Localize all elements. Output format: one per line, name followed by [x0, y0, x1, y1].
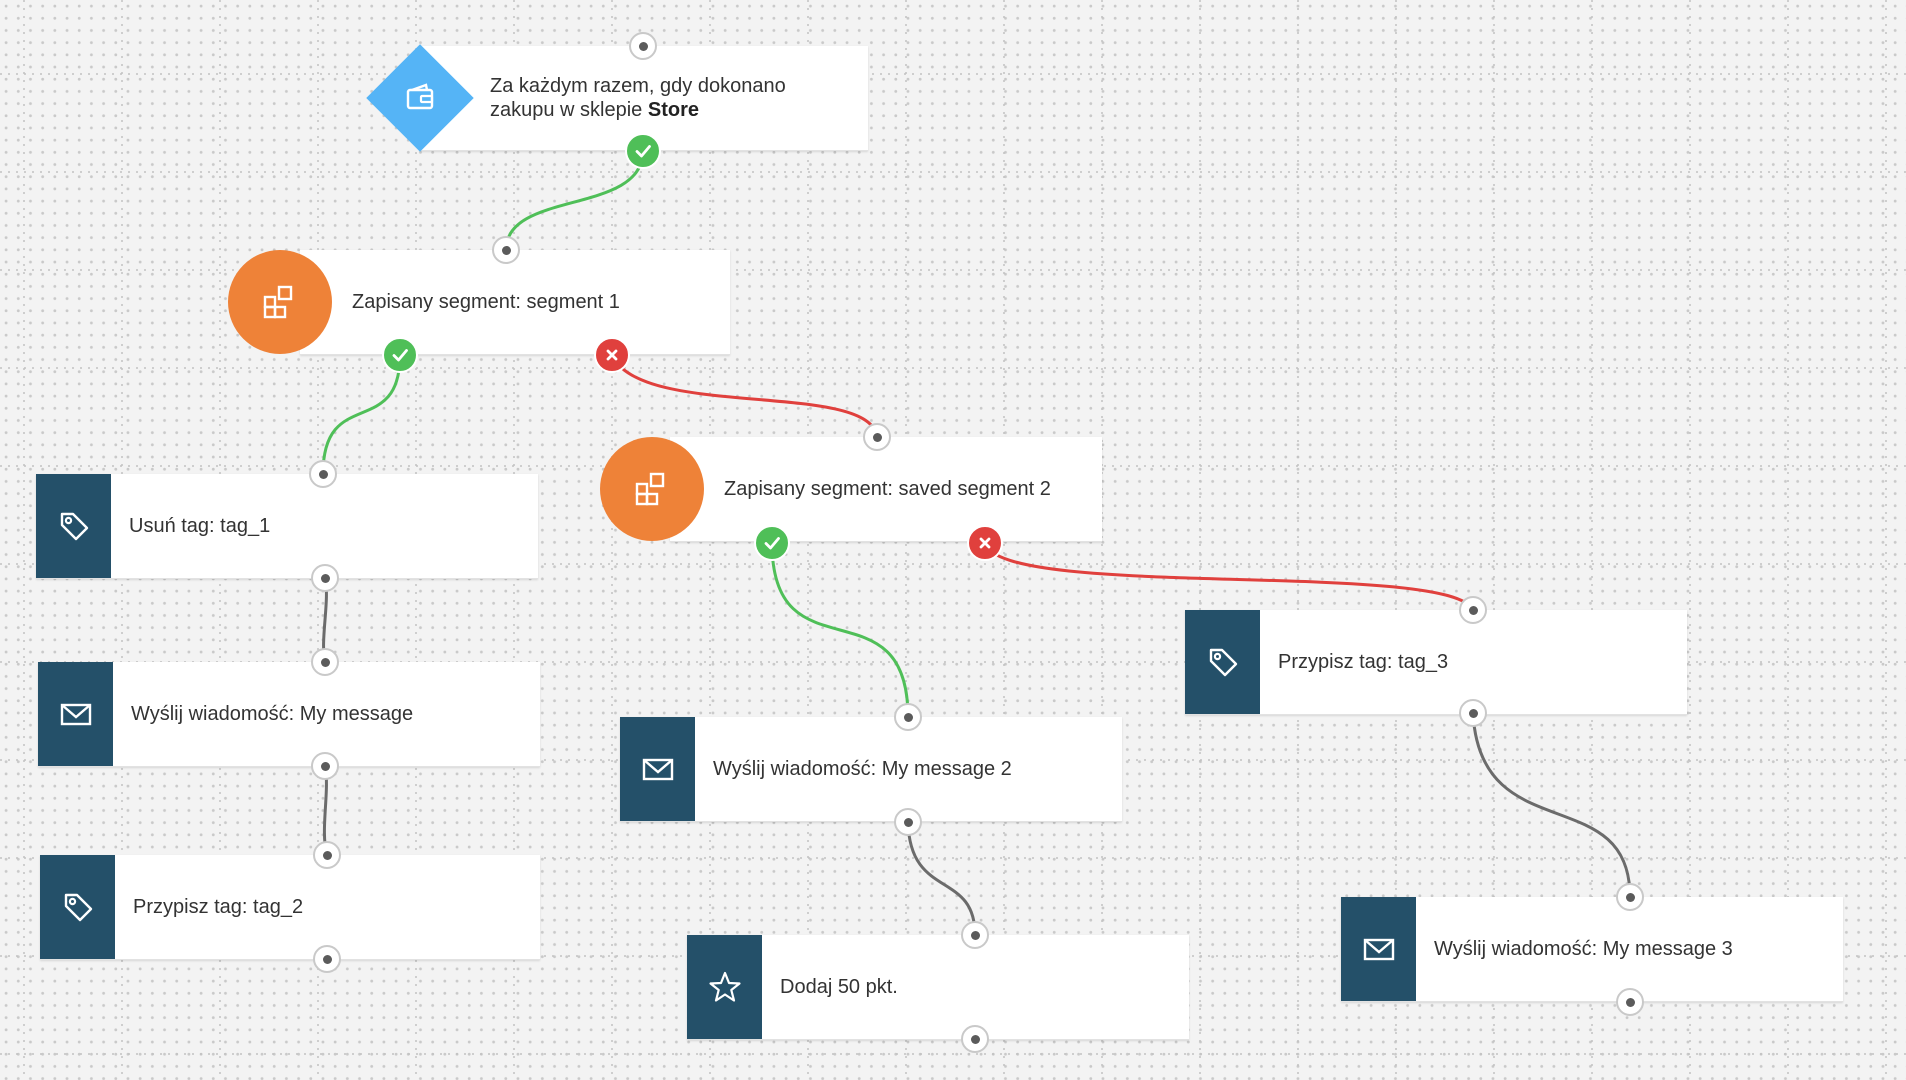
assign-tag2-node[interactable]: Przypisz tag: tag_2	[40, 855, 540, 960]
assign-tag2-input-port[interactable]	[313, 841, 341, 869]
segment2-label: Zapisany segment: saved segment 2	[724, 478, 1051, 500]
send-msg2-tile	[620, 717, 695, 821]
star-icon	[708, 971, 741, 1002]
envelope-icon	[642, 758, 673, 781]
segment1-circle[interactable]	[228, 250, 332, 354]
assign-tag3-node[interactable]: Przypisz tag: tag_3	[1185, 610, 1687, 715]
remove-tag1-input-port[interactable]	[309, 460, 337, 488]
segment2-yes-port[interactable]	[754, 525, 790, 561]
tag-icon	[64, 893, 92, 922]
check-icon	[635, 145, 651, 158]
assign-tag3-label: Przypisz tag: tag_3	[1278, 651, 1449, 673]
remove-tag1-output-port[interactable]	[311, 564, 339, 592]
wallet-icon	[406, 83, 434, 110]
assign-tag2-output-port[interactable]	[313, 945, 341, 973]
envelope-icon	[1363, 938, 1394, 961]
trigger-input-port[interactable]	[629, 32, 657, 60]
assign-tag2-tile	[40, 855, 115, 959]
remove-tag1-label: Usuń tag: tag_1	[129, 515, 271, 537]
assign-tag3-tile	[1185, 610, 1260, 714]
send-msg3-label: Wyślij wiadomość: My message 3	[1434, 938, 1733, 960]
check-icon	[764, 537, 780, 550]
segment2-circle[interactable]	[600, 437, 704, 541]
add-points-tile	[687, 935, 762, 1039]
send-msg1-input-port[interactable]	[311, 648, 339, 676]
assign-tag3-input-port[interactable]	[1459, 596, 1487, 624]
envelope-icon	[60, 703, 91, 726]
segment-icon	[635, 472, 665, 506]
segment2-node[interactable]: Zapisany segment: saved segment 2	[670, 437, 1102, 542]
segment1-label: Zapisany segment: segment 1	[352, 291, 620, 313]
segment1-node[interactable]: Zapisany segment: segment 1	[300, 250, 730, 355]
send-msg1-node[interactable]: Wyślij wiadomość: My message	[38, 662, 540, 767]
send-msg3-tile	[1341, 897, 1416, 1001]
send-msg2-node[interactable]: Wyślij wiadomość: My message 2	[620, 717, 1122, 822]
segment-icon	[263, 285, 293, 319]
assign-tag3-output-port[interactable]	[1459, 699, 1487, 727]
remove-tag1-tile	[36, 474, 111, 578]
close-icon	[606, 349, 618, 361]
add-points-label: Dodaj 50 pkt.	[780, 976, 898, 998]
tag-icon	[1209, 648, 1237, 677]
send-msg2-output-port[interactable]	[894, 808, 922, 836]
check-icon	[392, 349, 408, 362]
add-points-output-port[interactable]	[961, 1025, 989, 1053]
segment1-input-port[interactable]	[492, 236, 520, 264]
send-msg2-label: Wyślij wiadomość: My message 2	[713, 758, 1012, 780]
send-msg3-output-port[interactable]	[1616, 988, 1644, 1016]
segment1-no-port[interactable]	[594, 337, 630, 373]
remove-tag1-node[interactable]: Usuń tag: tag_1	[36, 474, 538, 579]
add-points-input-port[interactable]	[961, 921, 989, 949]
segment1-yes-port[interactable]	[382, 337, 418, 373]
send-msg1-output-port[interactable]	[311, 752, 339, 780]
trigger-label: Za każdym razem, gdy dokonano zakupu w s…	[490, 75, 786, 121]
trigger-yes-port[interactable]	[625, 133, 661, 169]
send-msg1-label: Wyślij wiadomość: My message	[131, 703, 414, 725]
send-msg2-input-port[interactable]	[894, 703, 922, 731]
segment2-input-port[interactable]	[863, 423, 891, 451]
store-name: Store	[647, 99, 699, 121]
send-msg1-tile	[38, 662, 113, 766]
segment2-no-port[interactable]	[967, 525, 1003, 561]
send-msg3-input-port[interactable]	[1616, 883, 1644, 911]
close-icon	[979, 537, 991, 549]
tag-icon	[60, 512, 88, 541]
add-points-node[interactable]: Dodaj 50 pkt.	[687, 935, 1189, 1040]
send-msg3-node[interactable]: Wyślij wiadomość: My message 3	[1341, 897, 1843, 1002]
assign-tag2-label: Przypisz tag: tag_2	[133, 896, 304, 918]
